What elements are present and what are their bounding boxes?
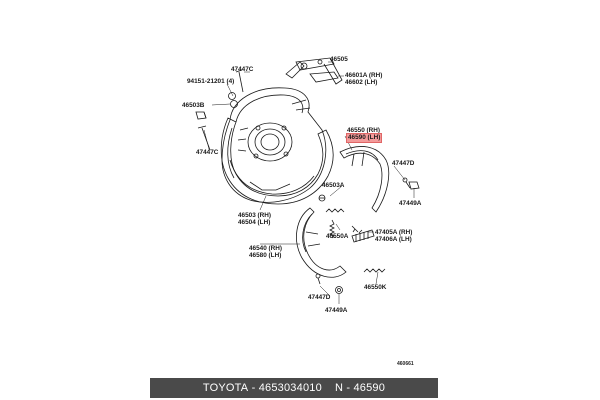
- footer-part-number: 4653034010: [258, 382, 322, 394]
- part-label-46550: 46550 (RH) 46590 (LH): [345, 127, 383, 143]
- brake-assembly-drawing: [195, 57, 420, 304]
- footer-separator: N: [334, 382, 344, 394]
- springs-drawing: [325, 208, 386, 273]
- part-label-46601a: 46601A (RH) 46602 (LH): [345, 72, 383, 87]
- adjuster-drawing: [351, 229, 375, 243]
- highlighted-part-number: 46590 (LH): [345, 133, 383, 143]
- part-label-47447c-top: 47447C: [231, 66, 254, 73]
- part-label-94151: 94151-21201 (4): [187, 78, 235, 85]
- parts-diagram: 46505 47447C 46601A (RH) 46602 (LH) 9415…: [150, 48, 440, 370]
- part-label-46505: 46505: [330, 56, 348, 63]
- dust-shield-drawing: [220, 117, 334, 205]
- part-label-47447d-right: 47447D: [392, 160, 415, 167]
- part-label-47405a: 47405A (RH) 47406A (LH): [375, 229, 413, 244]
- leader-lines: [203, 61, 415, 304]
- part-label-46503a: 46503A: [322, 182, 345, 189]
- part-number-footer: TOYOTA - 4653034010 N - 46590: [150, 378, 438, 398]
- clips-drawing: [230, 100, 420, 294]
- part-label-46550a: 46550A: [326, 233, 349, 240]
- part-label-46503: 46503 (RH) 46504 (LH): [238, 212, 272, 227]
- part-label-46503b: 46503B: [182, 102, 205, 109]
- part-label-46540: 46540 (RH) 46580 (LH): [249, 245, 283, 260]
- part-label-47449a-right: 47449A: [399, 200, 422, 207]
- part-label-46550k: 46550K: [364, 284, 387, 291]
- part-label-47447c-left: 47447C: [196, 149, 219, 156]
- brake-shoe-upper-drawing: [339, 146, 390, 213]
- footer-brand: TOYOTA: [202, 382, 249, 394]
- lever-drawing: [285, 57, 343, 85]
- figure-number: 460661: [397, 361, 414, 367]
- part-label-47449a-bottom: 47449A: [325, 307, 348, 314]
- footer-oem-number: 46590: [353, 382, 386, 394]
- part-label-47447d-bottom: 47447D: [308, 294, 331, 301]
- bolts-drawing: [195, 69, 244, 151]
- brake-shoe-lower-drawing: [296, 207, 347, 278]
